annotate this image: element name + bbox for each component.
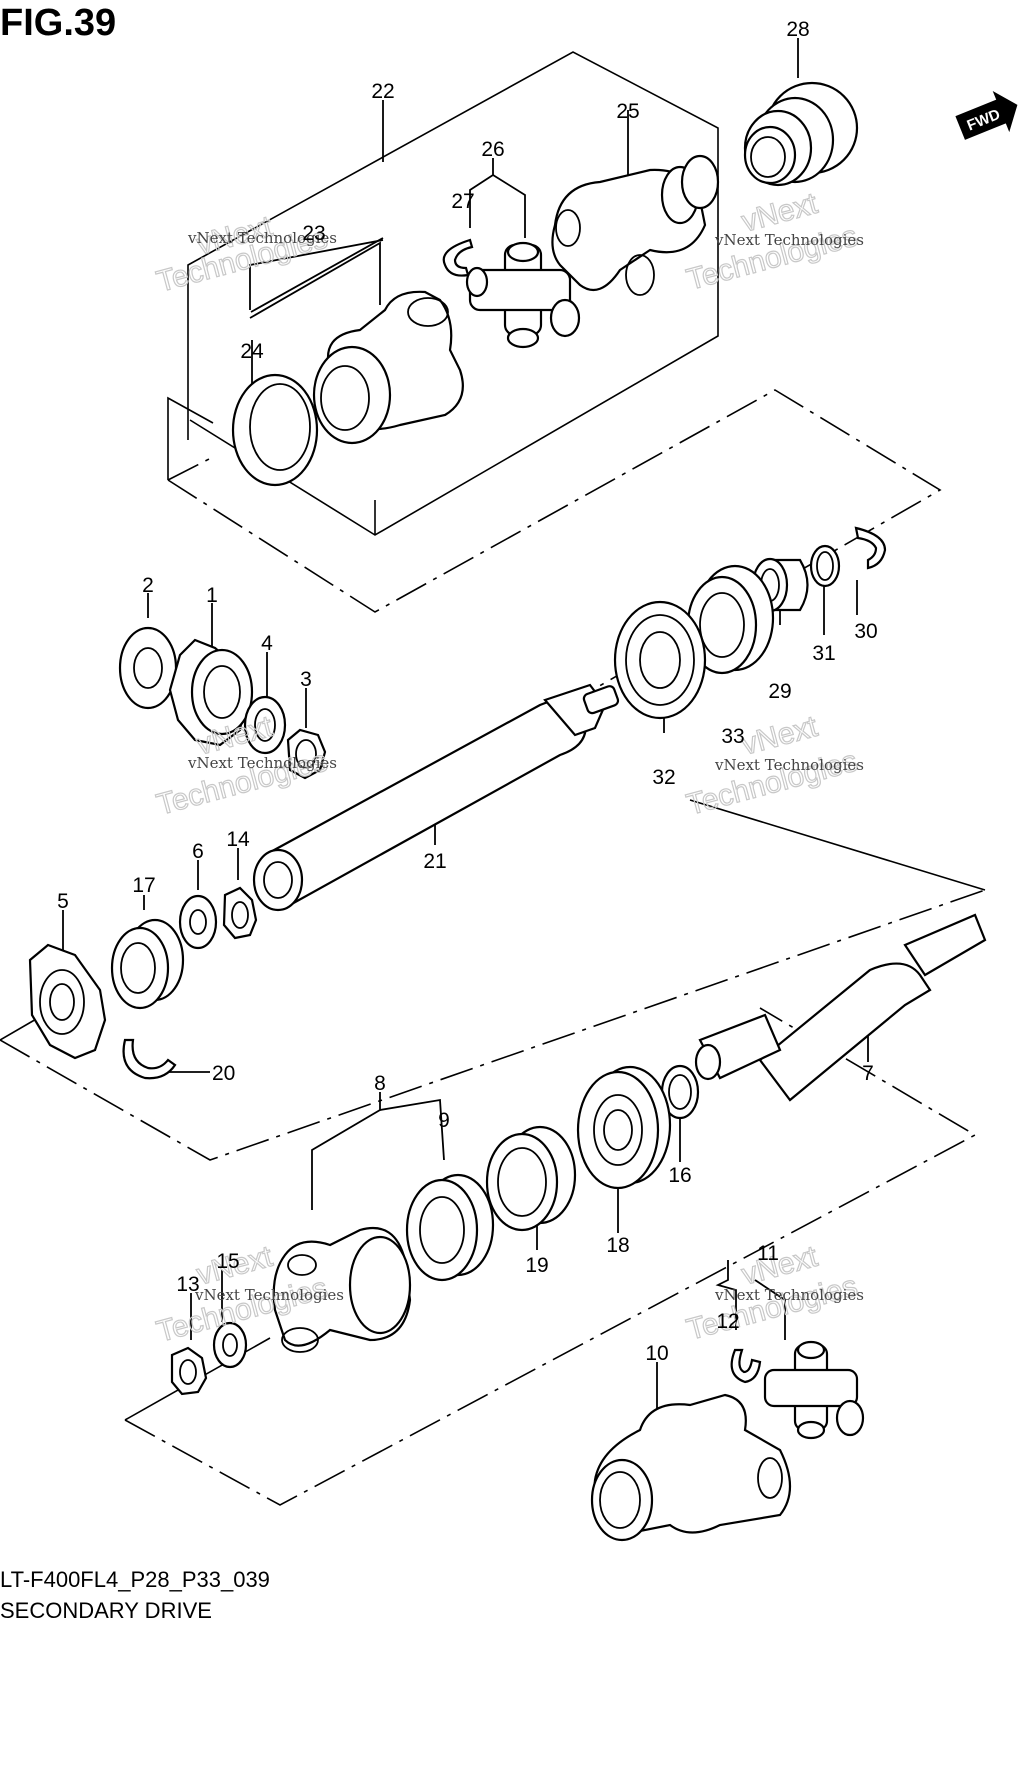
part-30-circlip: [854, 526, 887, 570]
svg-text:vNext Technologies: vNext Technologies: [187, 754, 337, 772]
callout-11: 11: [757, 1242, 779, 1265]
part-15-washer: [212, 1321, 248, 1369]
part-26-universal-joint: [465, 241, 581, 349]
part-7-output-shaft: [694, 913, 987, 1102]
part-18-bearing: [576, 1065, 672, 1190]
callout-1: 1: [206, 584, 218, 607]
callout-28: 28: [786, 18, 809, 41]
callout-10: 10: [645, 1342, 668, 1365]
part-33-bearing: [686, 564, 775, 675]
callout-15: 15: [216, 1250, 239, 1273]
part-32-bearing: [613, 600, 707, 720]
svg-text:vNext Technologies: vNext Technologies: [714, 1286, 864, 1304]
svg-text:vNext Technologies: vNext Technologies: [714, 756, 864, 774]
callout-labels: 1 2 3 4 5 6 7 8 9 10 11 12 13 14 15 16 1…: [57, 18, 878, 1365]
callout-12: 12: [716, 1310, 739, 1333]
callout-21: 21: [423, 850, 446, 873]
watermark-middle-left: vNext Technologies vNext Technologies: [153, 709, 337, 822]
callout-9: 9: [438, 1109, 450, 1132]
part-19-collar: [485, 1125, 577, 1232]
callout-18: 18: [606, 1234, 629, 1257]
part-1-bevel-gear: [168, 638, 254, 747]
callout-23: 23: [302, 222, 325, 245]
callout-8: 8: [374, 1072, 386, 1095]
callout-30: 30: [854, 620, 877, 643]
callout-4: 4: [261, 632, 273, 655]
part-23-yoke: [312, 290, 464, 445]
callout-32: 32: [652, 766, 675, 789]
callout-14: 14: [226, 828, 250, 851]
diagram-caption: SECONDARY DRIVE: [0, 1598, 212, 1623]
part-12-circlip: [730, 1348, 762, 1384]
callout-26: 26: [481, 138, 504, 161]
callout-17: 17: [132, 874, 155, 897]
part-25-yoke: [551, 154, 720, 296]
part-9-oil-seal: [405, 1173, 495, 1282]
part-4-washer: [243, 695, 287, 755]
part-6-washer: [178, 894, 218, 950]
callout-31: 31: [812, 642, 835, 665]
fwd-arrow-badge: FWD: [955, 91, 1018, 140]
callout-13: 13: [176, 1273, 199, 1296]
callout-22: 22: [371, 80, 394, 103]
svg-text:vNext Technologies: vNext Technologies: [714, 231, 864, 249]
callout-6: 6: [192, 840, 204, 863]
callout-2: 2: [142, 574, 154, 597]
diagram-code: LT-F400FL4_P28_P33_039: [0, 1567, 270, 1592]
part-27-circlip: [442, 238, 474, 277]
figure-title: FIG.39: [0, 2, 117, 44]
part-20-circlip: [122, 1038, 177, 1080]
svg-text:vNext Technologies: vNext Technologies: [187, 229, 337, 247]
part-13-nut: [170, 1346, 208, 1396]
callout-33: 33: [721, 725, 744, 748]
part-3-nut: [286, 728, 327, 780]
part-28-boot: [743, 81, 859, 187]
group-box-middle-shaft: [0, 799, 986, 1161]
part-8-yoke: [272, 1226, 412, 1353]
part-31-ring: [809, 544, 841, 588]
callout-24: 24: [240, 340, 264, 363]
svg-text:vNext: vNext: [738, 710, 821, 762]
part-21-drive-shaft: [252, 683, 620, 912]
callout-16: 16: [668, 1164, 691, 1187]
callout-7: 7: [862, 1062, 874, 1085]
part-5-bevel-gear: [28, 943, 107, 1060]
part-17-bearing: [110, 918, 185, 1010]
part-2-washer: [118, 626, 178, 710]
part-14-nut: [222, 886, 258, 940]
callout-5: 5: [57, 890, 69, 913]
watermark-middle-right: vNext Technologies vNext Technologies: [683, 709, 864, 822]
part-11-universal-joint: [763, 1340, 865, 1440]
part-24-seal-ring: [231, 373, 319, 487]
part-10-yoke: [590, 1393, 791, 1542]
callout-20: 20: [212, 1062, 235, 1085]
svg-text:vNext Technologies: vNext Technologies: [194, 1286, 344, 1304]
callout-3: 3: [300, 668, 312, 691]
callout-29: 29: [768, 680, 791, 703]
callout-25: 25: [616, 100, 639, 123]
callout-19: 19: [525, 1254, 548, 1277]
callout-27: 27: [451, 190, 474, 213]
